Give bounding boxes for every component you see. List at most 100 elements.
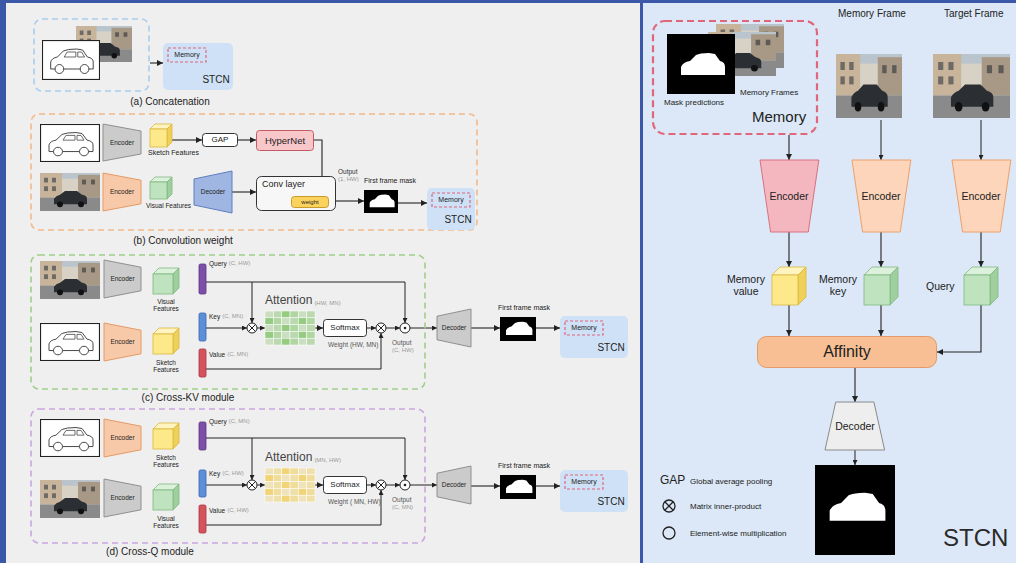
node-text: Sketch Features [146,454,186,469]
connector-arrow [937,305,981,352]
feature-cube-shape [153,328,179,354]
node-text: Mask predictions [664,98,724,107]
feature-cube: Query [964,267,998,305]
shape-label: (1, HW) [338,176,359,183]
node-text: Visual Features [146,298,186,313]
value-bar-shape [199,505,206,533]
node-text: Memory [168,48,206,62]
key-bar-shape [199,313,206,341]
node-text: Memory value [724,273,768,297]
node-text: Conv layer [262,179,305,189]
node-text: Attention [265,294,312,308]
node-text: Encoder [961,190,1000,202]
memory-box: MemorySTCN [427,188,475,230]
connector-arrow [471,327,500,328]
node-text: Visual Features [146,202,191,209]
node-text: First frame mask [364,177,416,185]
node-text: Query [209,260,227,267]
decoder-block: Decoder [194,171,232,213]
process-box: GAP [202,133,238,147]
decoder-block: Decoder [437,466,471,504]
node-text: Decoder [442,324,467,331]
encoder-block: Encoder [104,260,141,298]
affinity-box: Affinity [757,336,937,368]
node-text: Memory [432,193,470,207]
memory-box: MemorySTCN [163,43,233,90]
node-text: Affinity [823,343,871,361]
elementwise-symbol [400,480,410,490]
mask-image: First frame mask [500,317,536,341]
node-text: Value [209,351,225,358]
matrix-product-symbol [376,323,386,333]
feature-cube-shape [864,267,898,305]
group-box-shape [30,113,478,231]
connector-arrow [150,62,163,63]
encoder-block: Encoder [103,124,141,161]
weight-label: Weight (HW, MN) [328,341,378,348]
memory-box: MemorySTCN [560,316,628,358]
key-bar: Key(C, MN) [199,313,206,341]
attention-grid: Attention(MN, HW) [265,468,315,502]
process-box: Softmax [323,476,367,494]
connector-arrow [980,232,981,267]
query-bar: Query(C, MN) [199,422,206,450]
attention-grid: Attention(HW, MN) [265,311,315,345]
connector-arrow [880,232,881,267]
connector-arrow [336,200,364,201]
group-box: (a) Concatenation [33,18,150,92]
connector-arrow [232,191,256,192]
node-text: (C, HW) [229,260,251,267]
query-bar-shape [199,264,206,294]
key-bar-shape [199,470,206,497]
connector-arrow [315,484,323,485]
feature-cube-shape [153,484,179,510]
group-box: (b) Convolution weightEncoderSketch Feat… [30,113,478,231]
node-text: Encoder [110,434,134,441]
wires [206,120,981,525]
node-text: Decoder [201,188,226,195]
feature-cube-shape [150,124,172,147]
attention-grid-shape [265,311,315,345]
memory-box: Mask predictionsMemory FramesMemory [652,20,818,135]
output-label: Output [338,168,358,175]
input-images [40,24,1010,555]
node-text: Visual Features [146,515,186,530]
encoder-block: Encoder [104,323,141,361]
node-text: STCN [597,495,625,509]
weight-label: Weight ( MN, HW) [328,498,381,505]
feature-cube-shape [153,423,179,449]
legend-label: Global average pooling [690,477,772,486]
node-text: Encoder [110,275,134,282]
node-text: (C, HW) [222,470,244,477]
node-text: Encoder [110,139,134,146]
node-text: Memory key [816,273,860,297]
group-box: (c) Cross-KV moduleEncoderVisual Feature… [30,254,426,390]
node-text: Encoder [110,188,134,195]
mask-image: First frame mask [364,190,398,213]
node-text: Memory [565,475,603,489]
matrix-product-symbol [376,480,386,490]
node-text: STCN [597,341,625,355]
node-text: Key [209,313,220,320]
node-text: Query [209,418,227,425]
connector-arrow [880,305,881,336]
value-bar-shape [199,349,206,377]
connector-arrow [536,327,560,328]
elementwise-symbol [400,323,410,333]
encoder-block: Encoder [852,160,911,232]
node-text: GAP [212,135,229,144]
weight-box: weight [291,196,329,208]
node-text: (HW, MN) [314,300,340,307]
node-text: STCN [444,213,472,227]
node-text: (C, MN) [229,418,250,425]
shape-label: (C, MN) [392,504,413,511]
node-text: Softmax [330,480,359,489]
node-text: Encoder [861,190,900,202]
feature-cube: Memory value [772,267,806,305]
connector-arrow [315,327,323,328]
matrix-product-symbol [247,323,257,333]
node-text: Decoder [442,481,467,488]
node-text: First frame mask [498,304,550,312]
